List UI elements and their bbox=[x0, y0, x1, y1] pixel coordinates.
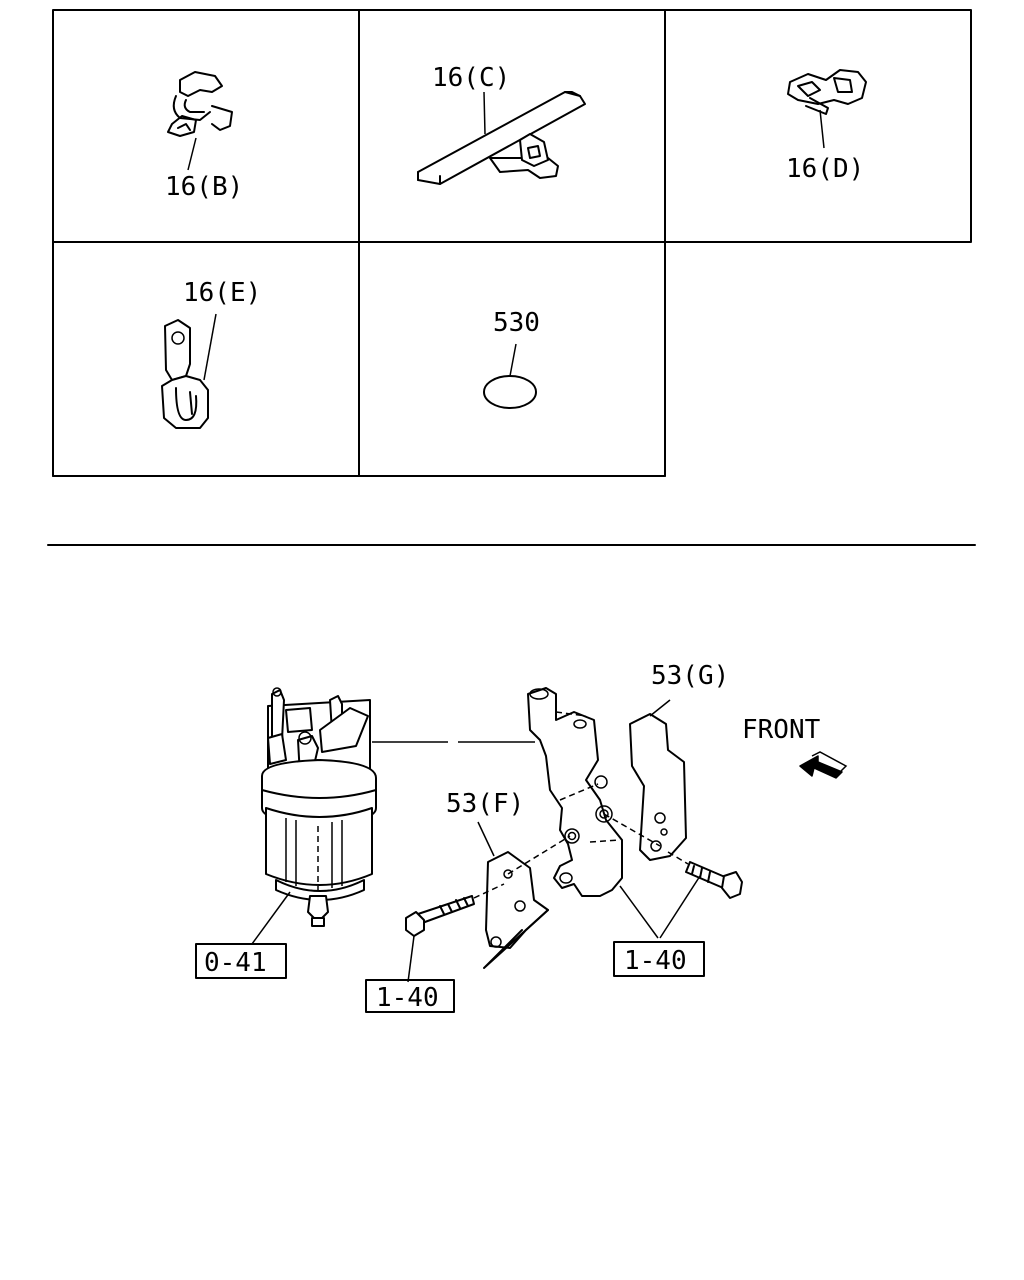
clip-16e-drawing bbox=[161, 313, 217, 429]
ref-0-41-text: 0-41 bbox=[204, 948, 267, 978]
clip-16b-drawing bbox=[167, 71, 233, 171]
label-16b: 16(B) bbox=[165, 172, 243, 202]
ref-box-1-40-right[interactable]: 1-40 bbox=[613, 941, 705, 977]
bolt-right-drawing bbox=[619, 851, 743, 939]
label-53f: 53(F) bbox=[446, 789, 524, 819]
ref-1-40-right-text: 1-40 bbox=[624, 946, 687, 976]
label-front: FRONT bbox=[742, 715, 821, 745]
fuel-filter-drawing bbox=[251, 687, 377, 945]
bolt-left-drawing bbox=[405, 883, 505, 983]
label-16e: 16(E) bbox=[183, 278, 261, 308]
ref-1-40-left-text: 1-40 bbox=[376, 983, 439, 1013]
bolt-line-f bbox=[507, 835, 571, 875]
label-53g: 53(G) bbox=[651, 661, 729, 691]
front-arrow-icon bbox=[799, 751, 848, 779]
main-bracket-drawing bbox=[527, 687, 623, 897]
label-530: 530 bbox=[493, 308, 540, 338]
ref-box-1-40-left[interactable]: 1-40 bbox=[365, 979, 455, 1013]
bracket-53g-drawing bbox=[629, 699, 687, 861]
ref-box-0-41[interactable]: 0-41 bbox=[195, 943, 287, 979]
bolt-line-g bbox=[603, 813, 661, 847]
parts-grid bbox=[52, 9, 972, 477]
label-16d: 16(D) bbox=[786, 154, 864, 184]
clip-16d-drawing bbox=[787, 69, 867, 149]
grommet-530-drawing bbox=[483, 343, 537, 409]
bracket-53f-drawing bbox=[477, 821, 549, 969]
bracket-16c-drawing bbox=[417, 91, 586, 185]
label-16c: 16(C) bbox=[432, 63, 510, 93]
